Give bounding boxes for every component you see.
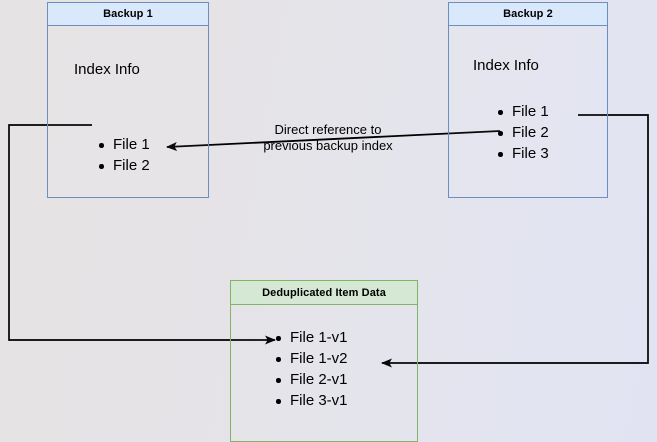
backup-2-file-list: File 1 File 2 File 3 bbox=[495, 101, 549, 164]
list-item: File 2 bbox=[96, 155, 150, 176]
node-backup-1[interactable]: Backup 1 Index Info File 1 File 2 bbox=[47, 2, 209, 198]
list-item: File 2-v1 bbox=[273, 369, 348, 390]
node-dedup-header: Deduplicated Item Data bbox=[231, 281, 417, 305]
backup-2-index-caption: Index Info bbox=[473, 57, 539, 74]
list-item: File 2 bbox=[495, 122, 549, 143]
list-item: File 3-v1 bbox=[273, 390, 348, 411]
node-backup-1-body: Index Info File 1 File 2 bbox=[48, 26, 208, 197]
list-item: File 1-v1 bbox=[273, 327, 348, 348]
node-backup-2[interactable]: Backup 2 Index Info File 1 File 2 File 3 bbox=[448, 2, 608, 198]
node-dedup-body: File 1-v1 File 1-v2 File 2-v1 File 3-v1 bbox=[231, 305, 417, 441]
node-backup-1-header: Backup 1 bbox=[48, 3, 208, 26]
list-item: File 3 bbox=[495, 143, 549, 164]
list-item: File 1 bbox=[495, 101, 549, 122]
edge-label-line-2: previous backup index bbox=[263, 138, 393, 153]
node-backup-2-body: Index Info File 1 File 2 File 3 bbox=[449, 26, 607, 197]
backup-1-file-list: File 1 File 2 bbox=[96, 134, 150, 176]
list-item: File 1 bbox=[96, 134, 150, 155]
backup-1-index-caption: Index Info bbox=[74, 61, 140, 78]
edge-label-line-1: Direct reference to bbox=[274, 122, 382, 137]
node-deduplicated-item-data[interactable]: Deduplicated Item Data File 1-v1 File 1-… bbox=[230, 280, 418, 442]
dedup-file-list: File 1-v1 File 1-v2 File 2-v1 File 3-v1 bbox=[273, 327, 348, 411]
edge-label-direct-reference: Direct reference to previous backup inde… bbox=[249, 122, 407, 154]
node-backup-2-header: Backup 2 bbox=[449, 3, 607, 26]
list-item: File 1-v2 bbox=[273, 348, 348, 369]
